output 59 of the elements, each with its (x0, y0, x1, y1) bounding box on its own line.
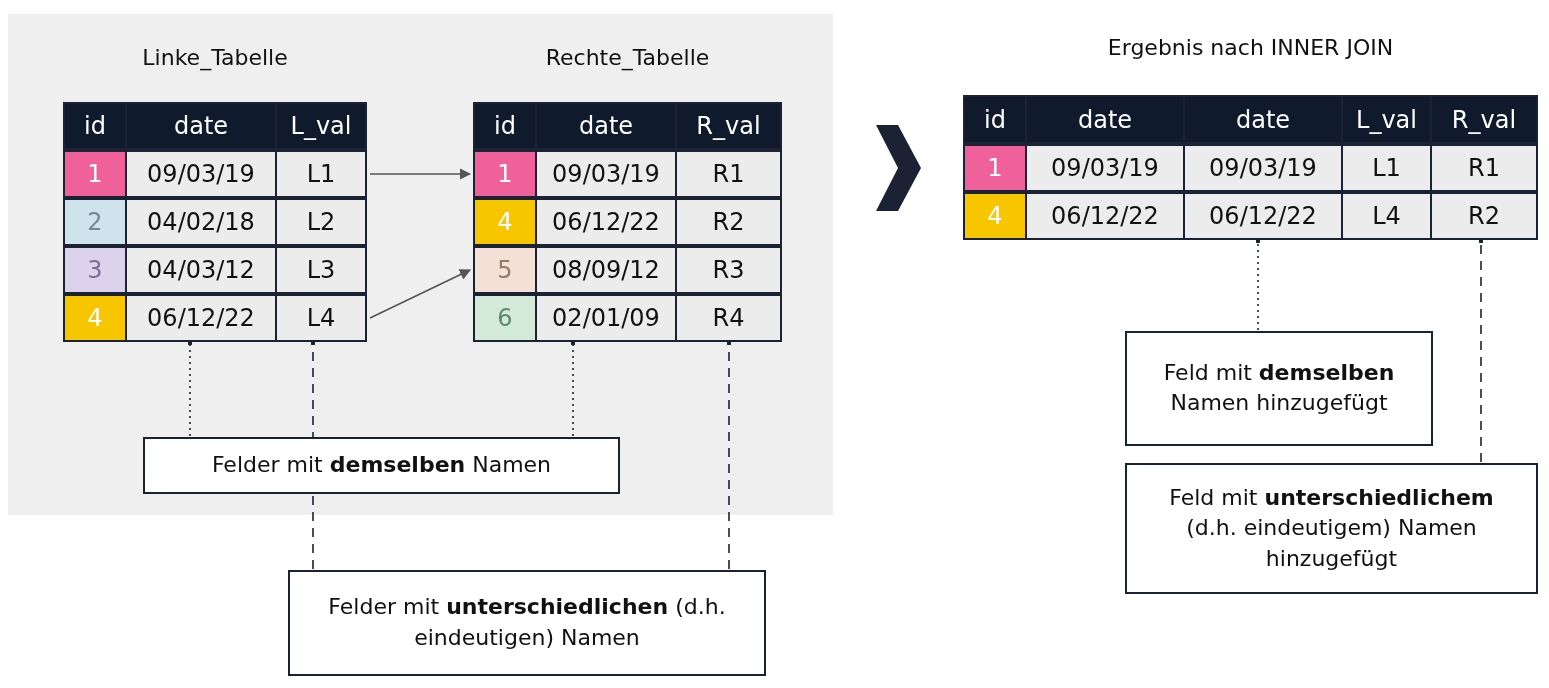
column-header: date (1025, 97, 1183, 142)
table-row (63, 198, 367, 246)
leader-line (310, 340, 316, 570)
arrow (369, 168, 472, 180)
table-cell: 09/03/19 (1183, 146, 1341, 190)
column-header: id (965, 97, 1025, 142)
column-header: date (125, 104, 275, 148)
table-cell: 4 (475, 200, 535, 244)
table-cell: 1 (65, 152, 125, 196)
column-header: date (1183, 97, 1341, 142)
table-cell: 4 (965, 194, 1025, 238)
table-cell: 06/12/22 (1025, 194, 1183, 238)
table-cell: R2 (1430, 194, 1536, 238)
leader-line (187, 340, 193, 437)
header-row (473, 102, 782, 150)
column-header: id (475, 104, 535, 148)
column-header: L_val (1341, 97, 1430, 142)
table-row (63, 246, 367, 294)
table-cell: 5 (475, 248, 535, 292)
column-header: date (535, 104, 675, 148)
arrow (369, 269, 471, 319)
column-header: id (65, 104, 125, 148)
table-cell: 3 (65, 248, 125, 292)
column-header: L_val (275, 104, 365, 148)
table-row (473, 198, 782, 246)
table-cell: 06/12/22 (1183, 194, 1341, 238)
table-cell: 6 (475, 296, 535, 340)
table-cell: 09/03/19 (1025, 146, 1183, 190)
leader-line (1255, 238, 1261, 331)
callout-box: Feld mit unterschiedlichem (d.h. eindeutigem) Namen hinzugefügt (1125, 463, 1538, 594)
column-header: R_val (675, 104, 780, 148)
table-title: Rechte_Tabelle (544, 45, 711, 70)
column-header: R_val (1430, 97, 1536, 142)
leader-line (726, 340, 732, 570)
table-cell: 2 (65, 200, 125, 244)
table-cell: L4 (1341, 194, 1430, 238)
table-row (963, 192, 1538, 240)
table-cell: L1 (1341, 146, 1430, 190)
callout-box: Feld mit demselben Namen hinzugefügt (1125, 331, 1433, 446)
table-row (63, 294, 367, 342)
table-cell: 1 (965, 146, 1025, 190)
table-row (473, 294, 782, 342)
chevron-arrow (876, 125, 921, 211)
header-row (63, 102, 367, 150)
table-cell: 4 (65, 296, 125, 340)
leader-line (1478, 238, 1484, 463)
header-row (963, 95, 1538, 144)
callout-box: Felder mit unterschiedlichen (d.h. eindeutigen) Namen (288, 570, 766, 676)
table-row (63, 150, 367, 198)
table-row (963, 144, 1538, 192)
table-title: Linke_Tabelle (141, 45, 289, 70)
panel-background (8, 14, 833, 515)
callout-box: Felder mit demselben Namen (143, 437, 620, 494)
table-row (473, 150, 782, 198)
table-title: Ergebnis nach INNER JOIN (1106, 35, 1395, 60)
table-row (473, 246, 782, 294)
table-cell: R1 (1430, 146, 1536, 190)
table-cell: 1 (475, 152, 535, 196)
leader-line (570, 340, 576, 437)
